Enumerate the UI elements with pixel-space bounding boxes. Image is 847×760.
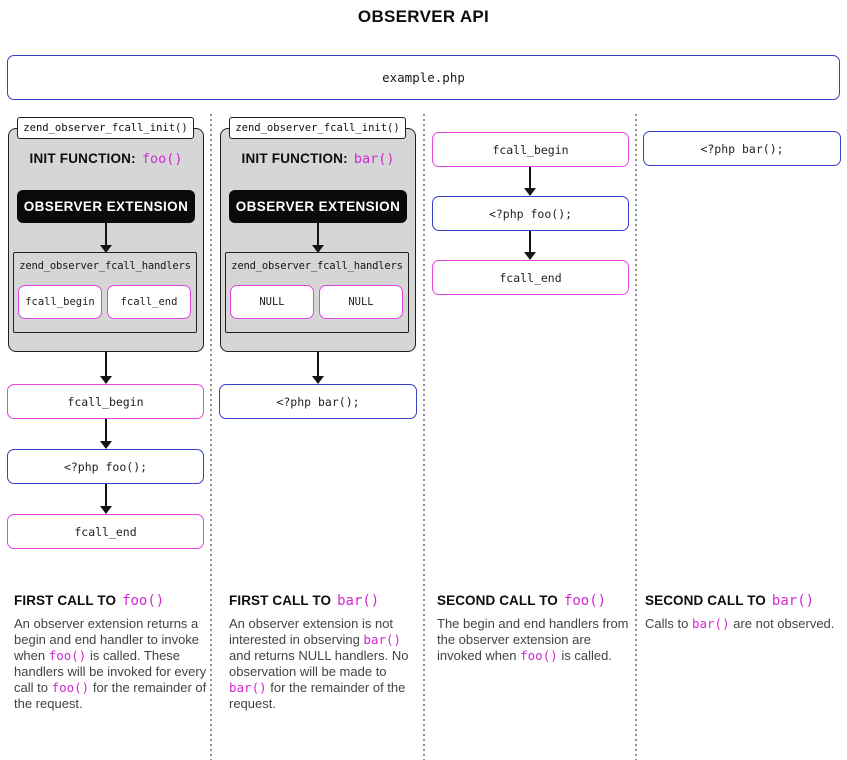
caption-heading-code: bar() (771, 593, 815, 609)
flow-fcall-begin-2: fcall_begin (432, 132, 629, 167)
flow-fcall-end-2: fcall_end (432, 260, 629, 295)
column-separator-2 (423, 114, 425, 760)
init-function-label: INIT FUNCTION: (29, 151, 136, 166)
init-function-name: foo() (141, 151, 183, 167)
example-php-label: example.php (382, 70, 465, 85)
caption-body-4: Calls to bar() are not observed. (645, 616, 835, 631)
fcall-init-tab-2: zend_observer_fcall_init() (229, 117, 406, 139)
flow-fcall-end-1: fcall_end (7, 514, 204, 549)
caption-heading-code: foo() (122, 593, 165, 609)
arrow-down-icon (100, 419, 112, 449)
fcall-init-tab-1: zend_observer_fcall_init() (17, 117, 194, 139)
fcall-handlers-box-1: zend_observer_fcall_handlers fcall_begin… (13, 252, 197, 333)
flow-php-bar-1: <?php bar(); (219, 384, 417, 419)
caption-heading-text: SECOND CALL TO (645, 593, 766, 608)
page-title: OBSERVER API (357, 7, 490, 26)
caption-heading-text: SECOND CALL TO (437, 593, 558, 608)
flow-php-foo-2: <?php foo(); (432, 196, 629, 231)
init-function-name: bar() (353, 151, 395, 167)
caption-heading-code: foo() (563, 593, 607, 609)
caption-heading-3: SECOND CALL TO foo() (437, 593, 606, 611)
arrow-down-icon (524, 231, 536, 260)
caption-heading-text: FIRST CALL TO (229, 593, 332, 608)
flow-fcall-begin-1: fcall_begin (7, 384, 204, 419)
flow-php-foo-1: <?php foo(); (7, 449, 204, 484)
caption-body-2: An observer extension is not interested … (229, 616, 409, 711)
handler-pill-null-2: NULL (319, 285, 403, 319)
caption-heading-text: FIRST CALL TO (14, 593, 117, 608)
handler-pill-end: fcall_end (107, 285, 191, 319)
handler-pill-begin: fcall_begin (18, 285, 102, 319)
arrow-down-icon (100, 223, 112, 253)
arrow-down-icon (100, 484, 112, 514)
init-function-label: INIT FUNCTION: (241, 151, 348, 166)
caption-heading-code: bar() (337, 593, 380, 609)
column-separator-1 (210, 114, 212, 760)
fcall-handlers-box-2: zend_observer_fcall_handlers NULL NULL (225, 252, 409, 333)
caption-heading-2: FIRST CALL TO bar() (229, 593, 379, 611)
observer-extension-box-2: OBSERVER EXTENSION (229, 190, 407, 223)
arrow-down-icon (100, 352, 112, 384)
init-function-line-bar: INIT FUNCTION: bar() (220, 151, 416, 171)
column-separator-3 (635, 114, 637, 760)
caption-heading-1: FIRST CALL TO foo() (14, 593, 164, 611)
caption-body-1: An observer extension returns a begin an… (14, 616, 207, 711)
example-php-box: example.php (7, 55, 840, 100)
init-function-line-foo: INIT FUNCTION: foo() (8, 151, 204, 171)
arrow-down-icon (312, 352, 324, 384)
caption-heading-4: SECOND CALL TO bar() (645, 593, 814, 611)
flow-php-bar-2: <?php bar(); (643, 131, 841, 166)
fcall-handlers-label: zend_observer_fcall_handlers (231, 260, 403, 272)
arrow-down-icon (524, 167, 536, 196)
handler-pill-null-1: NULL (230, 285, 314, 319)
fcall-handlers-label: zend_observer_fcall_handlers (19, 260, 191, 272)
caption-body-3: The begin and end handlers from the obse… (437, 616, 629, 663)
arrow-down-icon (312, 223, 324, 253)
observer-extension-box-1: OBSERVER EXTENSION (17, 190, 195, 223)
